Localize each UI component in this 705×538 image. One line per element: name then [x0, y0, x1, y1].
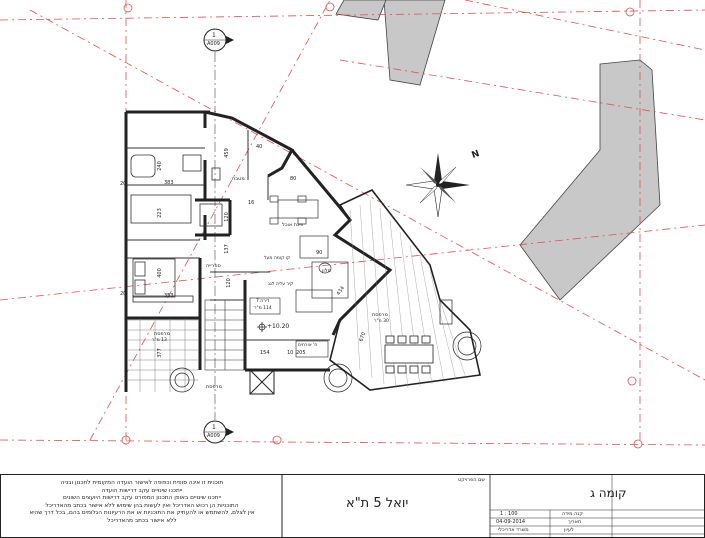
survey-points: [121, 2, 643, 449]
bedroom-furniture: [132, 258, 194, 303]
room-area-balcony-main: 30 מ"ר: [374, 319, 389, 324]
neighbor-building-right: [519, 59, 661, 301]
section-mark-number: 1: [212, 424, 216, 431]
north-arrow-icon: [405, 153, 470, 218]
project-name: יואל 5 ת"א: [346, 496, 409, 511]
note-line: התוכניות הן רכוש האדריכל ואין לעשות בהן …: [45, 502, 239, 509]
elevation-marker-icon: [257, 322, 267, 332]
dimension-label: 400: [156, 268, 163, 278]
dimension-label: 377: [156, 348, 163, 358]
project-label: שם הפרויקט: [458, 477, 485, 483]
scale-value: 1 : 100: [500, 511, 518, 517]
neighbor-building-top: [383, 0, 446, 86]
dimension-label: 240: [156, 161, 163, 171]
architect-label: משרד אדריכלי: [498, 527, 529, 533]
drawn-label: לעיון: [564, 527, 574, 533]
interior-walls: [126, 130, 330, 341]
dimension-label: 205: [296, 350, 306, 356]
dimension-label: 383: [164, 180, 174, 186]
dimension-label: 90: [316, 250, 323, 256]
dimension-label: 16: [248, 200, 255, 206]
room-note-living: קיר עליה לגג: [268, 282, 294, 287]
note-line: אין לצלם, להשתמש או להעתיק את התוכניות א…: [29, 510, 255, 516]
room-label-dining: פינת אוכל: [282, 222, 304, 228]
dimension-label: 40: [256, 144, 263, 150]
dimension-label: 20: [120, 181, 127, 187]
dimension-label: 154: [260, 350, 270, 356]
room-note-lift: קו קומה מעל: [264, 256, 291, 261]
room-label-service: ספרייה: [206, 263, 221, 269]
section-marker-bottom: [203, 420, 234, 444]
dimension-label: 10: [287, 350, 294, 356]
note-line: ייתכנו שינויים עקב דרישות הועדה: [101, 487, 183, 494]
dimension-label: 353: [164, 293, 174, 299]
elevation-label: +10.20: [267, 323, 290, 330]
titleblock-notes: תוכנית זו אינה סופית וכפופה לאישור הועדה…: [8, 480, 276, 525]
planters: [169, 299, 482, 393]
balcony-main: [329, 189, 481, 391]
dimension-label: 120: [223, 212, 230, 222]
living-furniture: [269, 195, 349, 313]
note-line: ייתכנו שינויים באופן התכנון המפורט עקב ד…: [62, 495, 222, 501]
balcony-left-tiles: [128, 318, 198, 392]
elevator: [249, 369, 275, 395]
room-area-balcony-left: 13 מ"ר: [152, 338, 167, 343]
dimension-label: 80: [290, 176, 297, 182]
building-walls: [124, 110, 393, 392]
note-line: ללא אישור בכתב מהאדריכל: [107, 517, 177, 524]
section-mark-sheet: A009: [207, 41, 220, 47]
dimension-label: 223: [156, 208, 163, 218]
guest-room-box: [295, 340, 329, 358]
sheet-title: קומה ג: [590, 486, 627, 500]
neighbor-building-top-left: [335, 0, 387, 21]
room-label-living: סלון: [322, 268, 331, 274]
dimension-label: 137: [223, 244, 230, 254]
room-label-balcony-left: מרפסת: [154, 331, 170, 337]
apartment-area: 114 מ"ר: [254, 306, 272, 311]
dimension-label: 20: [120, 291, 127, 297]
room-label-balcony-main: מרפסת: [372, 312, 388, 318]
date-label: תאריך: [568, 519, 582, 525]
room-label-balcony-bottom: מרפסת: [206, 384, 222, 390]
section-mark-number: 1: [212, 32, 216, 39]
staircase: [204, 299, 246, 371]
apartment-label-box: [249, 297, 281, 315]
room-label-guest: ח' אורחים: [298, 343, 318, 348]
section-mark-sheet: A009: [207, 433, 220, 439]
note-line: תוכנית זו אינה סופית וכפופה לאישור הועדה…: [60, 480, 224, 486]
section-marker-top: [203, 28, 234, 52]
bathroom-fixtures: [130, 154, 223, 227]
dimension-label: 120: [225, 278, 232, 288]
scale-label: קנה מידה: [562, 511, 583, 517]
date-value: 04-09-2014: [496, 519, 526, 525]
room-label-kitchen: מטבח: [232, 176, 245, 182]
dimension-label: 459: [223, 148, 230, 158]
apartment-label: דירה 7: [256, 299, 270, 304]
outdoor-table: [384, 335, 434, 374]
